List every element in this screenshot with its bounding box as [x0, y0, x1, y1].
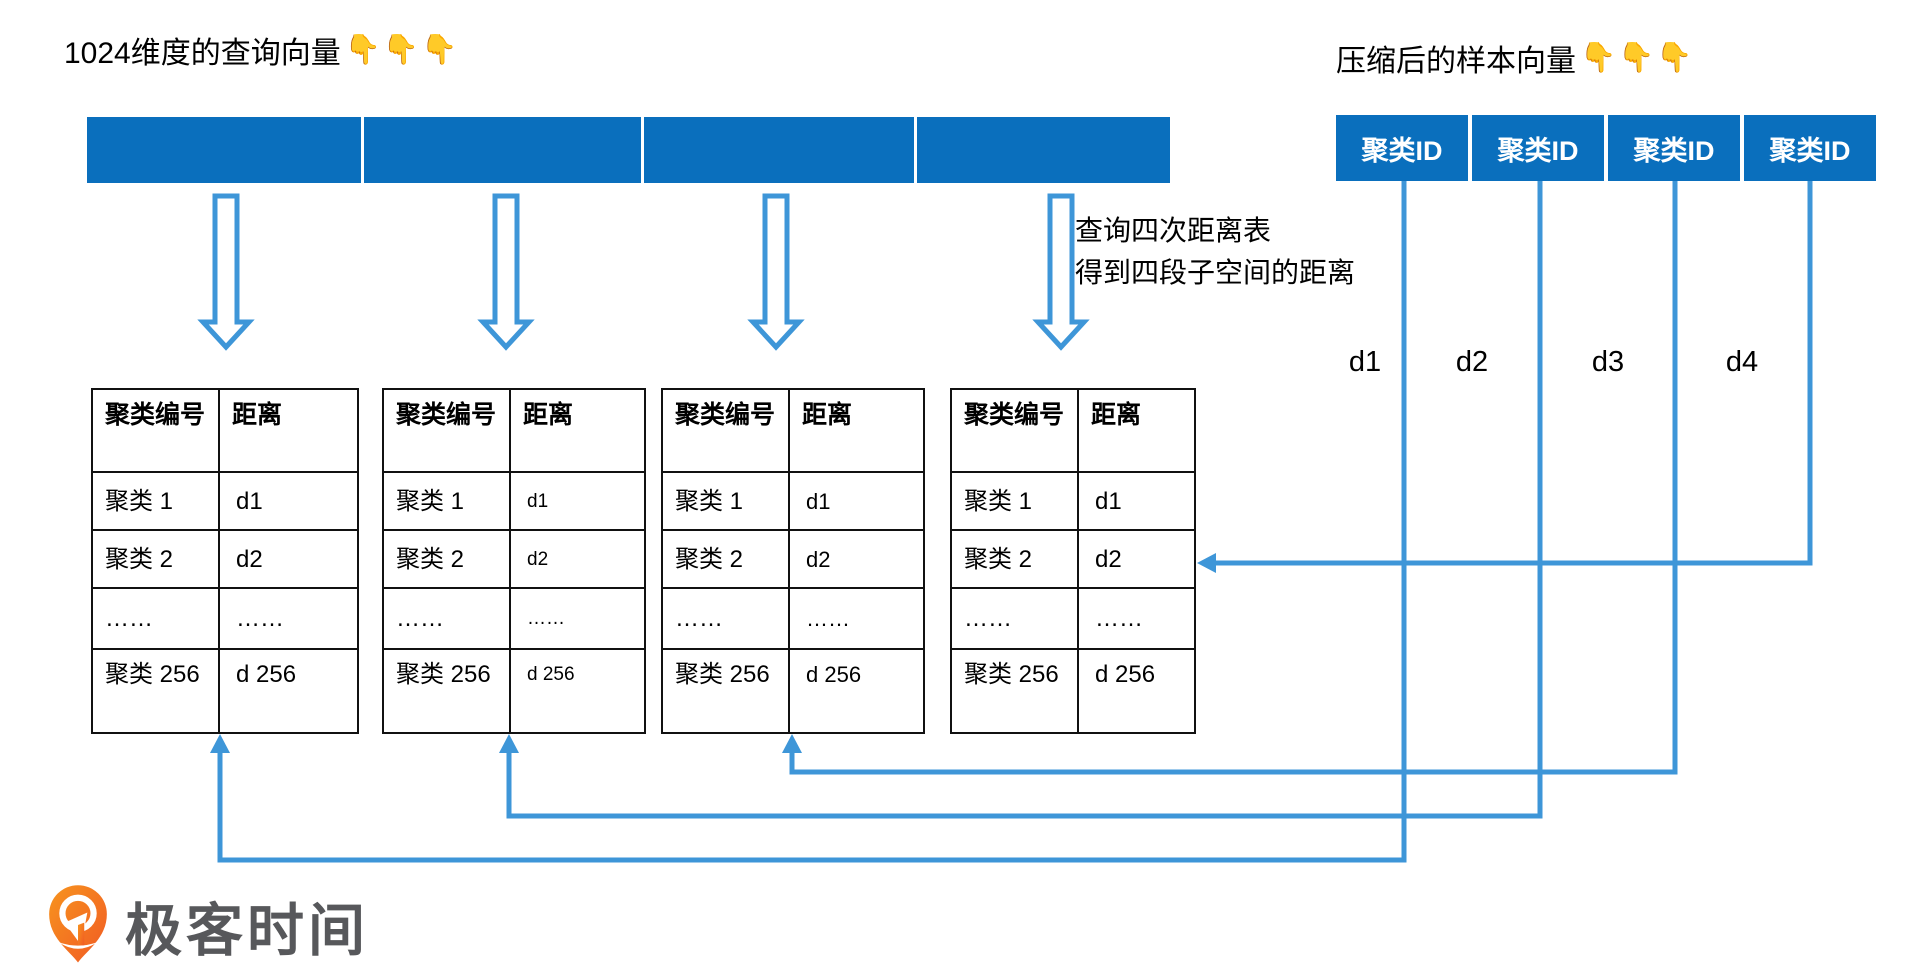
table-cell: …… — [218, 587, 359, 650]
table-cell: …… — [91, 587, 220, 650]
table-cell: d2 — [509, 529, 646, 589]
table4-header-cluster: 聚类编号 — [950, 388, 1079, 473]
cluster-id-cell-1: 聚类ID — [1336, 115, 1468, 181]
query-vector-bar — [87, 117, 1170, 183]
table-cell: d 256 — [788, 648, 925, 734]
table-cell: 聚类 256 — [91, 648, 220, 734]
table-cell: 聚类 256 — [950, 648, 1079, 734]
compressed-sample-vector: 聚类ID 聚类ID 聚类ID 聚类ID — [1336, 115, 1876, 181]
table-cell: d1 — [509, 471, 646, 531]
connector-arrowhead-3 — [782, 734, 802, 753]
logo-text: 极客时间 — [125, 899, 369, 963]
connector-arrowhead-2 — [499, 734, 519, 753]
annotation-line-1: 查询四次距离表 — [1075, 215, 1272, 246]
table-cell: 聚类 2 — [661, 529, 790, 589]
table-cell: …… — [788, 587, 925, 650]
table-cell: 聚类 1 — [382, 471, 511, 531]
table-cell: d2 — [218, 529, 359, 589]
table2-header-cluster: 聚类编号 — [382, 388, 511, 473]
query-vector-title: 1024维度的查询向量 👇👇👇 — [64, 28, 459, 72]
distance-label-d3: d3 — [1591, 346, 1625, 378]
table1-header-cluster: 聚类编号 — [91, 388, 220, 473]
query-vector-segment-4 — [917, 117, 1170, 183]
query-vector-title-text: 1024维度的查询向量 — [64, 37, 341, 70]
table1-header-distance: 距离 — [218, 388, 359, 473]
table-cell: 聚类 2 — [950, 529, 1079, 589]
cluster-id-cell-3: 聚类ID — [1608, 115, 1740, 181]
distance-label-d4: d4 — [1725, 346, 1759, 378]
table-cell: 聚类 1 — [950, 471, 1079, 531]
table3-header-cluster: 聚类编号 — [661, 388, 790, 473]
table-cell: 聚类 2 — [91, 529, 220, 589]
connector-arrowhead-1 — [210, 734, 230, 753]
pointing-down-emoji-left: 👇👇👇 — [344, 34, 460, 66]
pointing-down-emoji-right: 👇👇👇 — [1580, 42, 1695, 74]
sample-vector-title: 压缩后的样本向量 👇👇👇 — [1336, 36, 1694, 80]
table-cell: …… — [950, 587, 1079, 650]
table-cell: 聚类 2 — [382, 529, 511, 589]
table-cell: d 256 — [1077, 648, 1196, 734]
table-cell: …… — [382, 587, 511, 650]
logo: 极客时间 — [39, 878, 369, 972]
table-cell: d2 — [1077, 529, 1196, 589]
cluster-id-cell-4: 聚类ID — [1744, 115, 1876, 181]
table-cell: …… — [509, 587, 646, 650]
connector-arrowhead-4 — [1197, 553, 1216, 573]
down-arrow-1 — [197, 193, 255, 351]
query-vector-segment-2 — [364, 117, 641, 183]
geektime-logo-icon — [49, 885, 107, 963]
distance-label-d2: d2 — [1455, 346, 1489, 378]
table-cell: …… — [661, 587, 790, 650]
table-cell: d2 — [788, 529, 925, 589]
table-cell: 聚类 1 — [91, 471, 220, 531]
table3-header-distance: 距离 — [788, 388, 925, 473]
table-cell: …… — [1077, 587, 1196, 650]
query-vector-segment-3 — [644, 117, 914, 183]
annotation-line-2: 得到四段子空间的距离 — [1075, 257, 1356, 288]
query-vector-segment-1 — [87, 117, 361, 183]
table4-header-distance: 距离 — [1077, 388, 1196, 473]
down-arrow-2 — [477, 193, 535, 351]
table-cell: d 256 — [509, 648, 646, 734]
distance-label-d1: d1 — [1348, 346, 1382, 378]
annotation: 查询四次距离表 得到四段子空间的距离 — [1075, 210, 1355, 294]
table-cell: d1 — [1077, 471, 1196, 531]
cluster-id-cell-2: 聚类ID — [1472, 115, 1604, 181]
table-cell: 聚类 256 — [661, 648, 790, 734]
table-cell: 聚类 256 — [382, 648, 511, 734]
sample-vector-title-text: 压缩后的样本向量 — [1336, 45, 1576, 78]
table-cell: 聚类 1 — [661, 471, 790, 531]
down-arrow-3 — [747, 193, 805, 351]
table-cell: d 256 — [218, 648, 359, 734]
table2-header-distance: 距离 — [509, 388, 646, 473]
table-cell: d1 — [218, 471, 359, 531]
table-cell: d1 — [788, 471, 925, 531]
